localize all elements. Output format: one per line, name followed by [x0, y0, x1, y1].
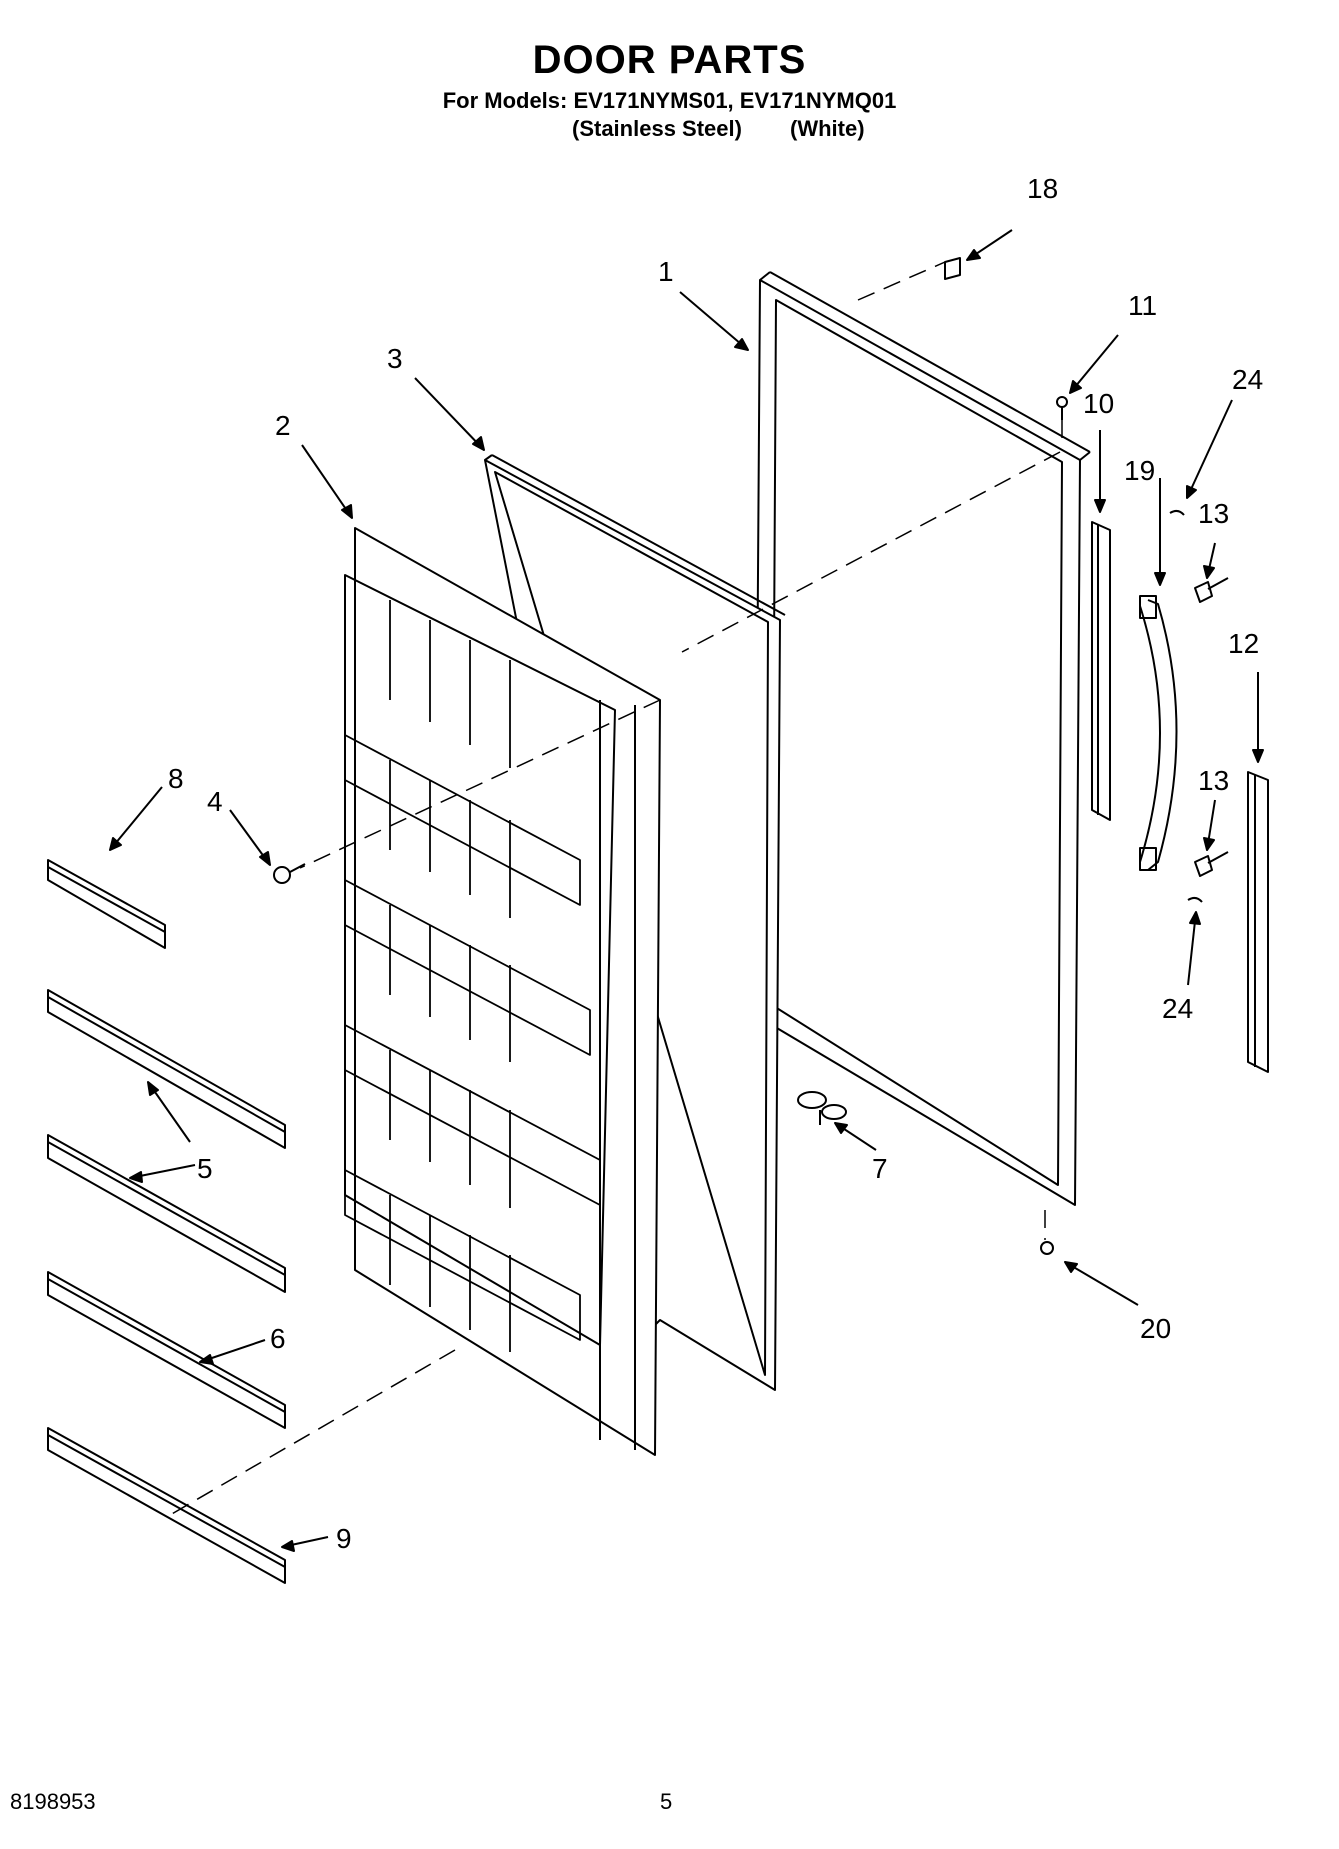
callout-9: 9 — [336, 1523, 352, 1554]
callout-20: 20 — [1140, 1313, 1172, 1344]
inner-door-liner — [344, 527, 661, 1456]
callout-24-upper: 24 — [1232, 364, 1264, 395]
callout-11: 11 — [1128, 290, 1158, 321]
callout-12: 12 — [1228, 628, 1260, 659]
small-parts — [944, 257, 1203, 1255]
callout-7: 7 — [872, 1153, 888, 1184]
finish-white-label: (White) — [790, 116, 865, 141]
callout-18: 18 — [1027, 173, 1059, 204]
callout-13-upper: 13 — [1198, 498, 1230, 529]
callout-1: 1 — [658, 256, 674, 287]
callout-leaders — [109, 229, 1264, 1552]
callout-3: 3 — [387, 343, 403, 374]
outer-door-panel — [754, 271, 1091, 1206]
door-handle — [1139, 595, 1178, 871]
hinge-bracket — [797, 1091, 847, 1125]
page-number: 5 — [660, 1789, 673, 1814]
finish-stainless-label: (Stainless Steel) — [572, 116, 742, 141]
callout-5-upper: 5 — [197, 1153, 213, 1184]
handle-screws — [1194, 577, 1229, 877]
callout-8: 8 — [168, 763, 184, 794]
callout-10: 10 — [1083, 388, 1115, 419]
callout-19: 19 — [1124, 455, 1156, 486]
hinge-trim-strip — [1091, 521, 1111, 821]
alignment-lines — [169, 261, 1063, 1516]
callout-13-lower: 13 — [1198, 765, 1230, 796]
document-number: 8198953 — [10, 1789, 96, 1814]
callout-2: 2 — [275, 410, 291, 441]
callout-4: 4 — [207, 786, 223, 817]
models-line: For Models: EV171NYMS01, EV171NYMQ01 — [442, 88, 897, 113]
shelf-trim-strips — [47, 859, 286, 1584]
callout-24-lower: 24 — [1162, 993, 1194, 1024]
page-title: DOOR PARTS — [532, 38, 807, 82]
handle-trim-strip — [1247, 771, 1269, 1073]
liner-screw — [273, 863, 306, 884]
door-shelves — [344, 600, 601, 1352]
callout-6: 6 — [270, 1323, 286, 1354]
